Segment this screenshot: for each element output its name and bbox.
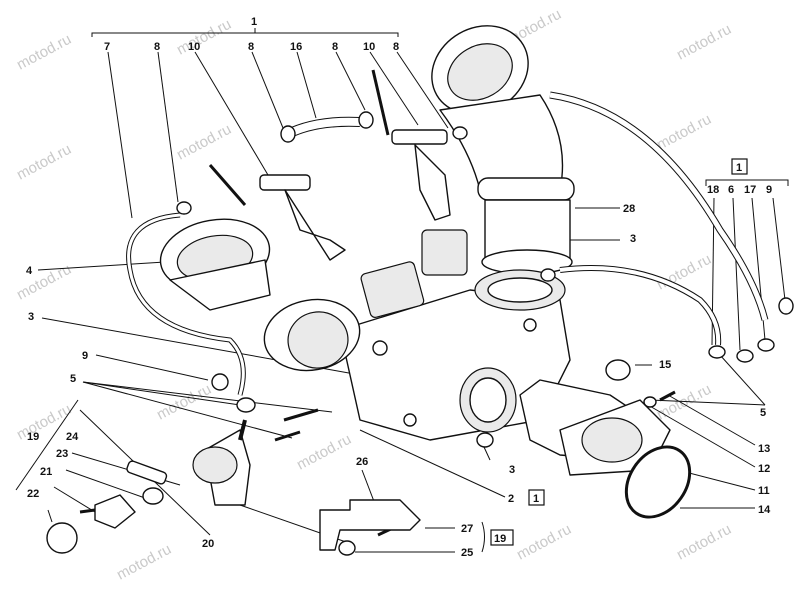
callout-number: 12 [758,463,770,475]
callout-number: 9 [82,350,88,362]
callout-number: 6 [728,184,734,196]
callout-number: 28 [623,203,635,215]
watermark: motod.ru [174,121,234,164]
callout-number: 18 [707,184,719,196]
part-throttle-body [339,269,571,441]
part-o-ring-14 [624,445,692,519]
callout-number: 19 [27,431,39,443]
callout-number: 23 [56,448,68,460]
part-clamps [176,126,794,448]
callout-number: 3 [28,311,34,323]
part-hose-16 [280,111,374,143]
part-bracket-27 [319,499,421,556]
callout-number: 5 [70,373,76,385]
group-box-1 [731,158,748,175]
callout-number: 10 [363,41,375,53]
watermark: motod.ru [154,381,214,424]
group-box-label: 1 [533,493,539,505]
callout-number: 5 [760,407,766,419]
callout-number: 26 [356,456,368,468]
watermark: motod.ru [674,521,734,564]
part-vacuum-hose-7 [126,212,246,396]
callout-number: 8 [332,41,338,53]
callout-number: 16 [290,41,302,53]
callout-number: 11 [758,485,770,497]
callout-boxes: 1 1 19 [490,158,748,546]
part-valve-20 [192,419,251,506]
callout-number: 25 [461,547,473,559]
callout-number: 8 [154,41,160,53]
part-breather-hose-right [549,91,769,346]
callout-number: 1 [251,16,257,28]
watermark: motod.ru [14,261,74,304]
group-box-1-bottom [528,489,545,506]
callout-number: 8 [393,41,399,53]
callout-number: 20 [202,538,214,550]
group-1-bracket [91,28,399,37]
watermark: motod.ru [674,21,734,64]
callout-number: 21 [40,466,52,478]
group-box-label: 1 [736,162,742,174]
watermark: motod.ru [14,141,74,184]
callout-number: 3 [509,464,515,476]
watermark: motod.ru [174,16,234,59]
watermark: motod.ru [114,541,174,584]
callout-number: 14 [758,504,771,516]
part-intake-boot-mid [263,298,361,372]
group-box-19 [490,529,514,546]
watermark: motod.ru [14,31,74,74]
callout-number: 17 [744,184,756,196]
part-intake-boot-left [159,218,271,311]
group-box-label: 19 [494,533,506,545]
watermark: motod.ru [654,111,714,154]
callout-number: 22 [27,488,39,500]
callout-number: 27 [461,523,473,535]
callout-number: 4 [26,265,33,277]
callout-numbers: 1 7 8 10 8 16 8 10 8 28 3 4 3 9 5 18 6 1… [26,16,772,559]
callout-number: 8 [248,41,254,53]
callout-number: 24 [66,431,79,443]
callout-number: 13 [758,443,770,455]
watermark: motod.ru [514,521,574,564]
part-sensor-left [208,164,425,318]
callout-number: 7 [104,41,110,53]
side-brackets [15,179,789,553]
callout-number: 15 [659,359,671,371]
part-air-horn [431,25,575,275]
callout-number: 9 [766,184,772,196]
callout-number: 10 [188,41,200,53]
callout-number: 3 [630,233,636,245]
watermark: motod.ru [294,431,354,474]
part-thermo-group-19 [46,460,168,554]
part-sensor-right [371,69,468,276]
callout-number: 2 [508,493,514,505]
